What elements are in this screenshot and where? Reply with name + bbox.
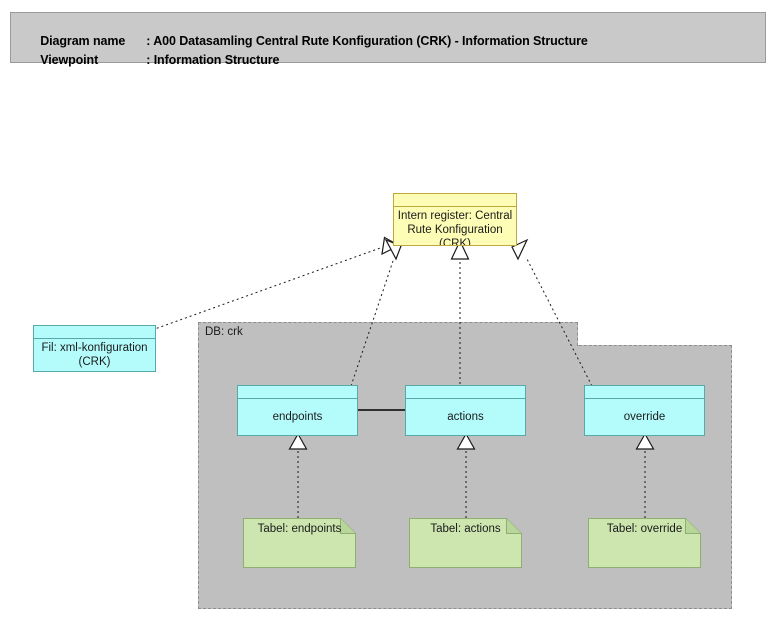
- viewpoint-line: Viewpoint: Information Structure: [20, 39, 279, 81]
- node-tabel-actions[interactable]: Tabel: actions: [409, 518, 522, 568]
- link-file-xml-to-intern-register: [151, 236, 401, 331]
- node-label: endpoints: [272, 411, 323, 423]
- diagram-header-banner: Diagram name: A00 Datasamling Central Ru…: [10, 12, 766, 67]
- diagram-name-separator: :: [146, 34, 154, 48]
- node-label: Intern register: Central Rute Konfigurat…: [397, 210, 513, 245]
- node-label: Fil: xml-konfiguration (CRK): [41, 342, 148, 368]
- diagram-name-line: Diagram name: A00 Datasamling Central Ru…: [20, 20, 588, 62]
- node-header-strip: [394, 194, 516, 207]
- note-shape-icon: [588, 518, 701, 568]
- node-header-strip: [585, 386, 704, 399]
- node-header-strip: [238, 386, 357, 399]
- diagram-name-value: A00 Datasamling Central Rute Konfigurati…: [153, 34, 588, 48]
- node-label: override: [623, 411, 666, 423]
- diagram-name-label: Diagram name: [40, 34, 126, 48]
- note-shape-icon: [409, 518, 522, 568]
- grouping-label: DB: crk: [205, 326, 243, 338]
- grouping-tab: [198, 322, 578, 346]
- node-label: actions: [447, 411, 484, 423]
- viewpoint-separator: :: [146, 53, 154, 67]
- node-tabel-override[interactable]: Tabel: override: [588, 518, 701, 568]
- viewpoint-label: Viewpoint: [40, 53, 99, 67]
- viewpoint-value: Information Structure: [153, 53, 280, 67]
- node-tabel-endpoints[interactable]: Tabel: endpoints: [243, 518, 356, 568]
- note-shape-icon: [243, 518, 356, 568]
- node-override[interactable]: override: [584, 385, 705, 436]
- node-actions[interactable]: actions: [405, 385, 526, 436]
- node-header-strip: [34, 326, 155, 339]
- node-header-strip: [406, 386, 525, 399]
- node-endpoints[interactable]: endpoints: [237, 385, 358, 436]
- node-file-xml-konfiguration[interactable]: Fil: xml-konfiguration (CRK): [33, 325, 156, 372]
- node-intern-register[interactable]: Intern register: Central Rute Konfigurat…: [393, 193, 517, 246]
